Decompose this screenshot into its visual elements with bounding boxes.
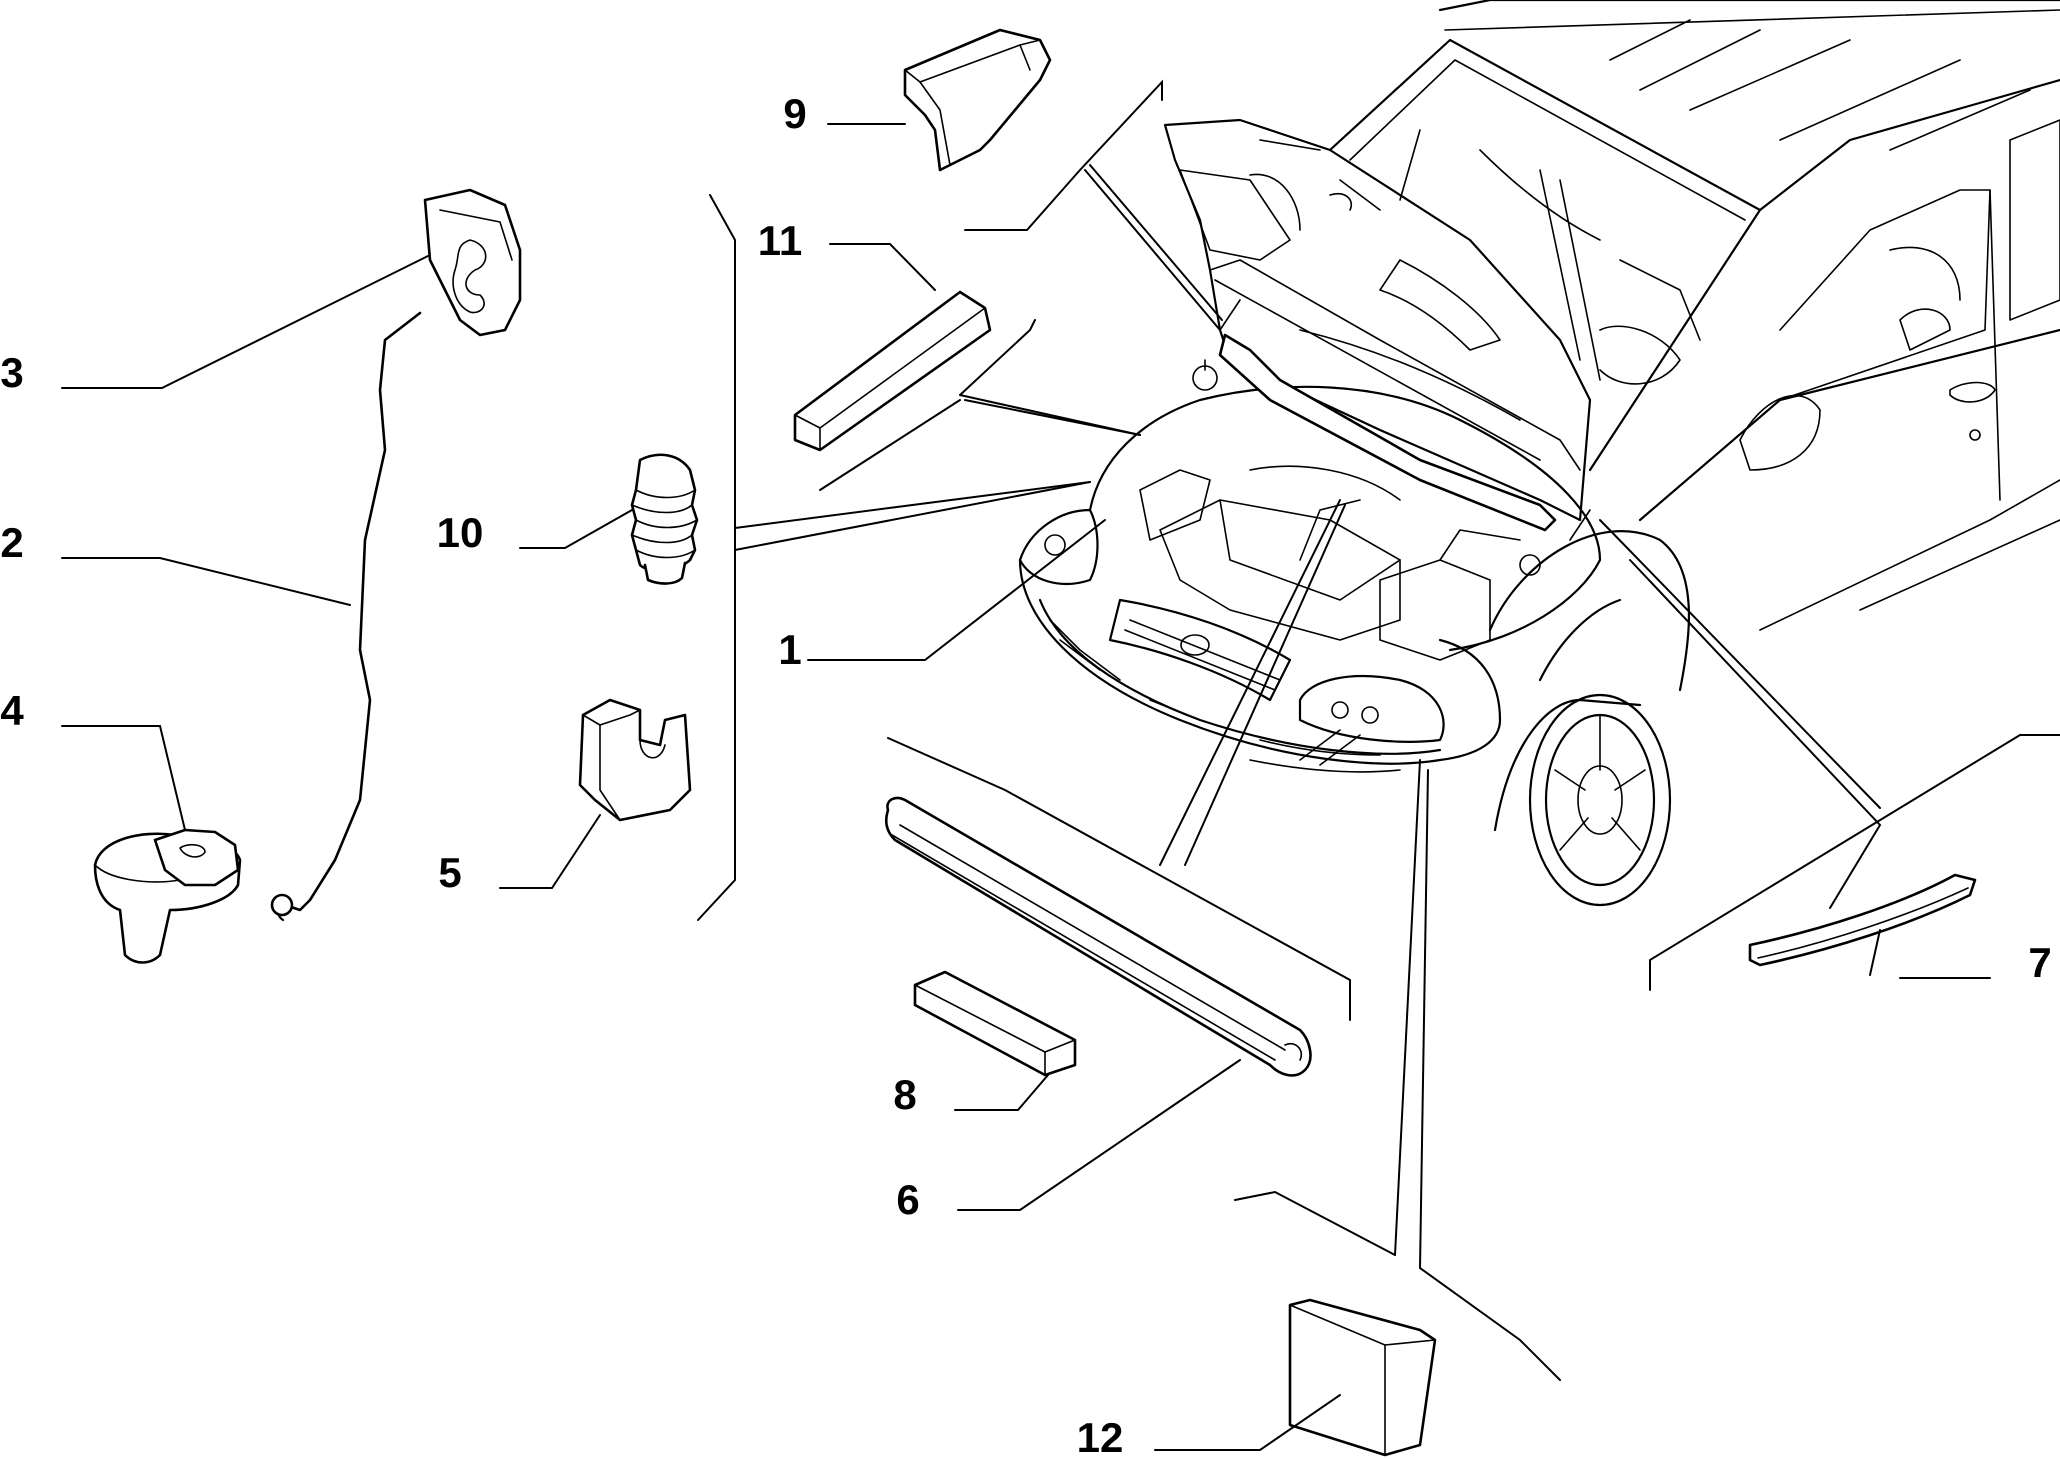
callout-12: 12	[1077, 1414, 1124, 1459]
part-5-clip	[578, 698, 692, 822]
part-11-foam-strip	[793, 290, 992, 452]
callout-2: 2	[0, 519, 23, 566]
callout-11: 11	[758, 217, 802, 264]
part-4-plug	[93, 828, 242, 964]
part-10-bump-stop	[630, 453, 699, 585]
callout-labels: 9 11 3 2 10 4 5 1 6 8 7 12	[0, 90, 2051, 1459]
callout-1: 1	[778, 626, 801, 673]
part-3-grommet	[423, 188, 522, 337]
leader-lines	[61, 79, 2060, 1451]
callout-7: 7	[2028, 939, 2051, 986]
callout-6: 6	[896, 1176, 919, 1223]
car-illustration	[1018, 0, 2060, 907]
part-9-foam-block	[903, 28, 1052, 172]
callout-10: 10	[437, 509, 484, 556]
callout-9: 9	[783, 90, 806, 137]
part-2-hose	[270, 311, 428, 922]
part-8-foam-block	[913, 970, 1077, 1077]
callout-5: 5	[438, 849, 461, 896]
part-7-strip	[1748, 873, 1977, 967]
callout-3: 3	[0, 349, 23, 396]
callout-8: 8	[893, 1071, 916, 1118]
part-6-seal	[884, 796, 1312, 1077]
part-12-foam-block	[1288, 1298, 1437, 1457]
callout-4: 4	[0, 687, 24, 734]
